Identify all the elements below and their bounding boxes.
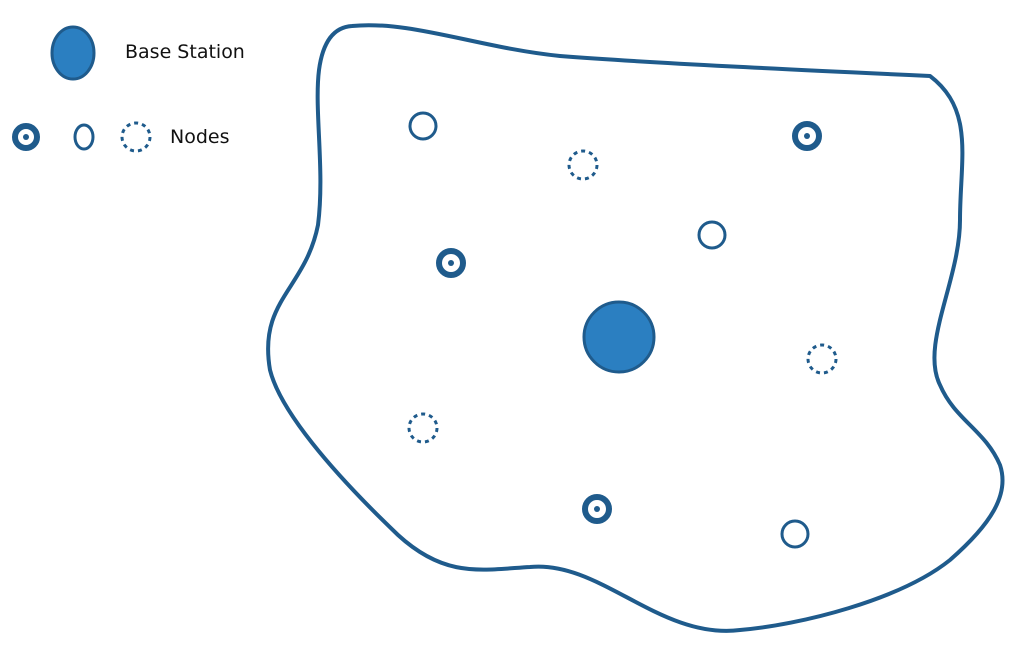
base-station xyxy=(582,300,656,374)
legend: Base Station Nodes xyxy=(12,25,245,153)
node-solid-ring xyxy=(436,248,466,278)
legend-dashed-node-icon xyxy=(120,121,152,153)
legend-solid-ring-node-icon xyxy=(12,123,40,151)
region-boundary xyxy=(266,23,1005,633)
node-hollow xyxy=(697,220,727,250)
legend-nodes-label: Nodes xyxy=(170,126,230,148)
legend-base-station-icon xyxy=(50,25,96,81)
node-hollow xyxy=(780,519,810,549)
node-solid-ring xyxy=(792,121,822,151)
legend-base-station-label: Base Station xyxy=(125,41,245,63)
node-solid-ring xyxy=(582,494,612,524)
node-dashed xyxy=(567,149,599,181)
legend-hollow-node-icon xyxy=(73,123,95,151)
node-hollow xyxy=(408,111,438,141)
node-dashed xyxy=(806,343,838,375)
node-dashed xyxy=(407,412,439,444)
